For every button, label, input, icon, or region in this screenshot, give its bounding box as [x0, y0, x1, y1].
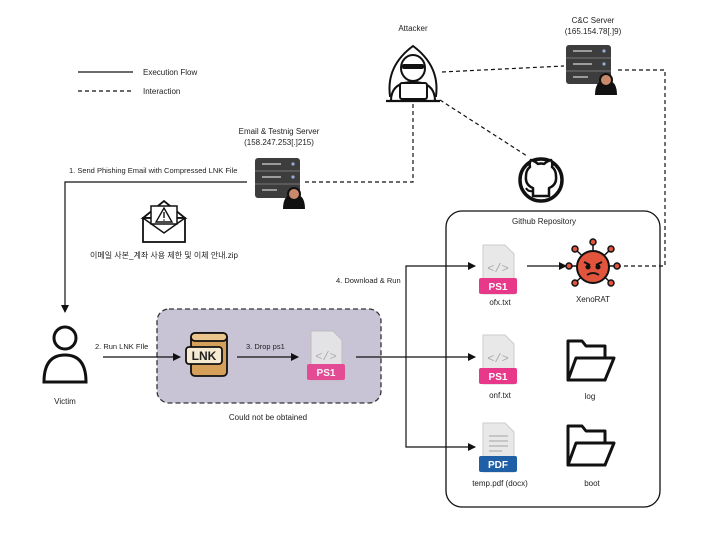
flow-email-to-victim	[61, 181, 247, 313]
xenorat-label: XenoRAT	[576, 295, 610, 304]
flow-ps1-to-ofx	[356, 262, 476, 358]
victim-label: Victim	[54, 397, 76, 406]
cnc-ip: (165.154.78[.]9)	[565, 27, 622, 36]
pdf-file-icon: PDF	[479, 422, 517, 473]
github-repo-label: Github Repository	[512, 217, 576, 226]
dropped-ps1-badge: PS1	[317, 368, 336, 379]
pdf-badge: PDF	[488, 460, 508, 471]
interaction-email-attacker	[305, 103, 414, 183]
interaction-attacker-github	[439, 99, 528, 157]
log-folder-icon	[566, 339, 616, 382]
email-server-icon	[255, 158, 305, 209]
not-obtained-label: Could not be obtained	[229, 413, 307, 422]
onf-label: onf.txt	[489, 391, 512, 400]
interaction-attacker-cnc	[441, 65, 565, 73]
step3-label: 3. Drop ps1	[246, 342, 285, 351]
zip-filename: 이메일 사본_계좌 사용 제한 및 이체 안내.zip	[90, 250, 239, 260]
svg-text:</>: </>	[487, 262, 509, 276]
lnk-file-icon: LNK	[185, 332, 228, 377]
step4-label: 4. Download & Run	[336, 276, 401, 285]
email-server-title: Email & Testnig Server	[239, 127, 320, 136]
cnc-title: C&C Server	[572, 16, 615, 25]
log-label: log	[585, 392, 596, 401]
attacker-label: Attacker	[398, 24, 428, 33]
warning-envelope-icon	[140, 199, 188, 243]
github-icon	[518, 157, 564, 203]
step1-label: 1. Send Phishing Email with Compressed L…	[69, 166, 237, 175]
victim-icon	[42, 325, 88, 384]
email-server-ip: (158.247.253[.]215)	[244, 138, 314, 147]
boot-label: boot	[584, 479, 600, 488]
interaction-cnc-xenorat	[616, 69, 666, 267]
ofx-label: ofx.txt	[489, 298, 511, 307]
temp-pdf-label: temp.pdf (docx)	[472, 479, 528, 488]
flow-ps1-to-pdf	[405, 357, 476, 451]
cnc-server-icon	[566, 45, 617, 95]
onf-badge: PS1	[489, 372, 508, 383]
boot-folder-icon	[566, 424, 616, 467]
attacker-icon	[386, 44, 440, 103]
legend-interaction: Interaction	[143, 87, 180, 96]
ofx-badge: PS1	[489, 282, 508, 293]
step2-label: 2. Run LNK FIle	[95, 342, 148, 351]
xenorat-icon	[565, 238, 621, 287]
svg-text:</>: </>	[315, 350, 337, 364]
ofx-file-icon: </> PS1	[479, 244, 517, 295]
legend: Execution Flow Interaction	[78, 68, 197, 96]
legend-execution-flow: Execution Flow	[143, 68, 197, 77]
lnk-badge: LNK	[192, 349, 217, 363]
svg-text:</>: </>	[487, 352, 509, 366]
dropped-ps1-icon: </> PS1	[307, 330, 345, 381]
github-repo-box	[445, 210, 661, 508]
onf-file-icon: </> PS1	[479, 334, 517, 385]
